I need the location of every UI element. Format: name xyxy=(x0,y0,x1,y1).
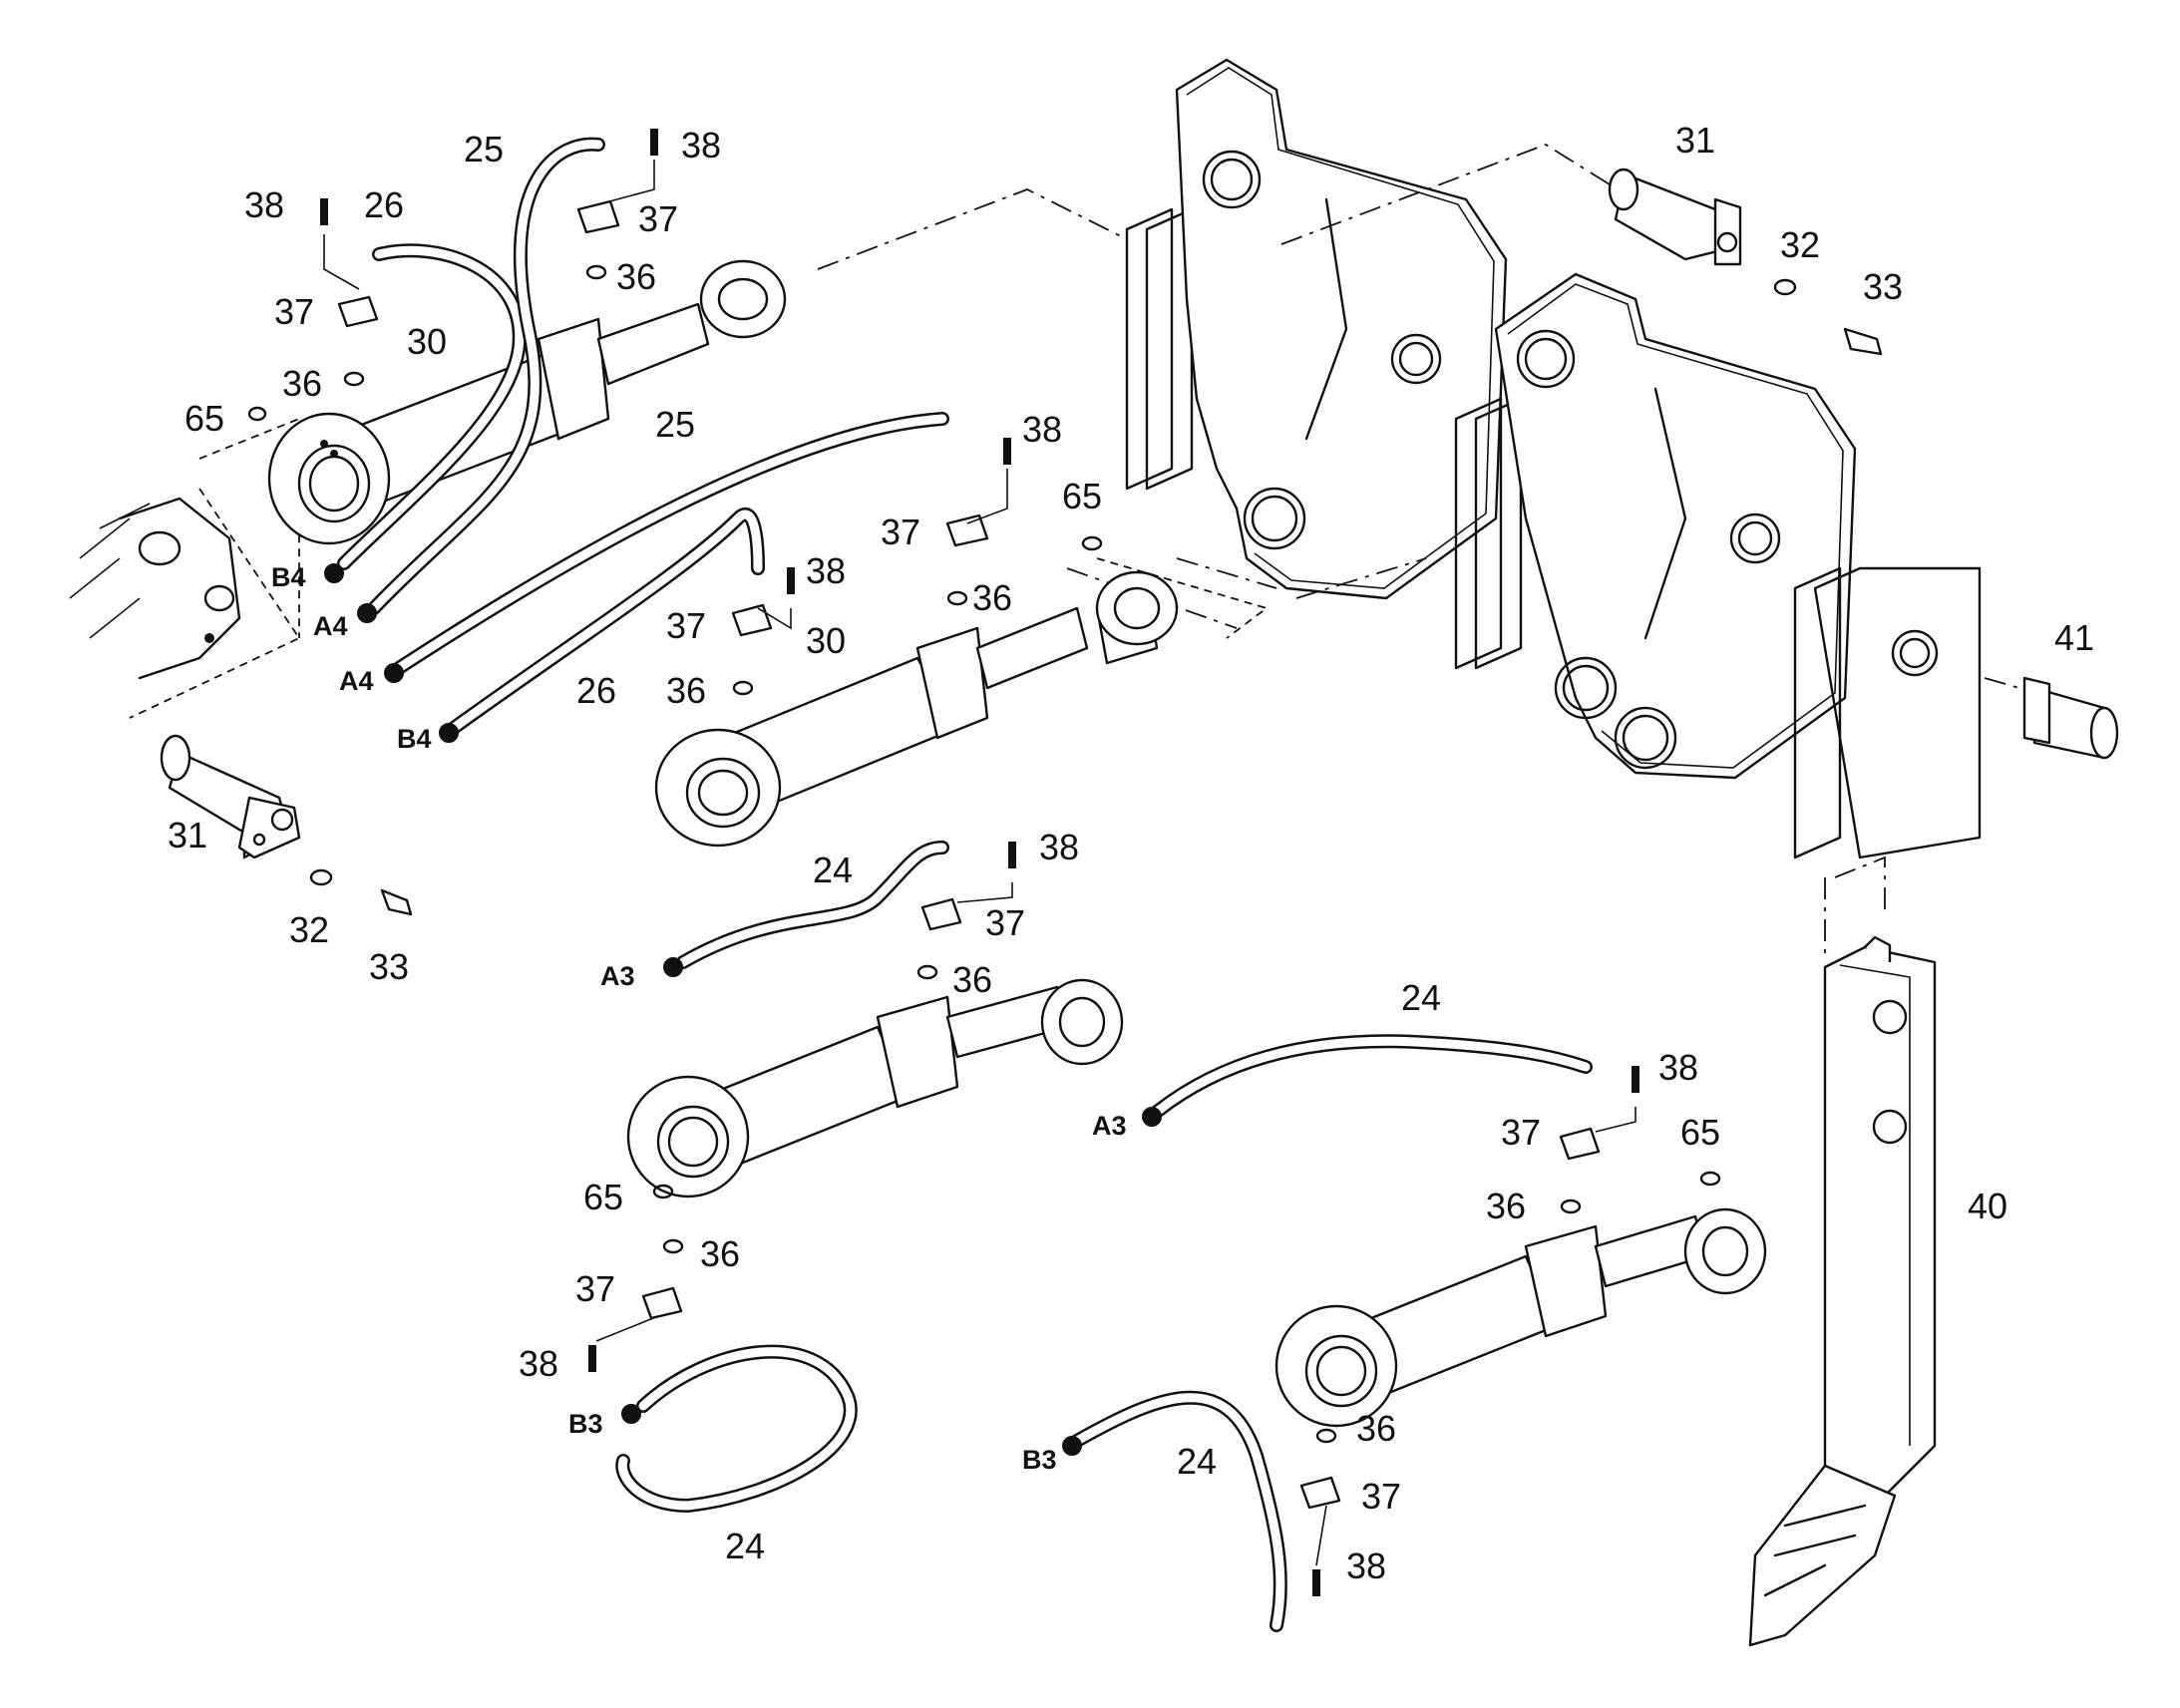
left-linkage-bracket xyxy=(69,497,241,680)
label-24: 24 xyxy=(1177,1441,1217,1482)
port-a4: A4 xyxy=(339,666,374,696)
label-38: 38 xyxy=(1022,409,1062,450)
label-32: 32 xyxy=(1780,224,1820,265)
label-41: 41 xyxy=(2054,617,2094,658)
fittings xyxy=(247,129,1721,1596)
label-65: 65 xyxy=(1062,476,1102,516)
label-37: 37 xyxy=(666,605,706,646)
pin-41 xyxy=(2022,676,2119,760)
port-b3: B3 xyxy=(1022,1445,1057,1475)
label-36: 36 xyxy=(952,959,992,1000)
label-31: 31 xyxy=(168,815,207,855)
label-36: 36 xyxy=(1356,1408,1396,1449)
label-36: 36 xyxy=(700,1233,740,1274)
label-24: 24 xyxy=(813,850,853,890)
part-labels: 38 26 25 38 37 36 37 30 36 65 25 38 65 3… xyxy=(168,120,2094,1586)
label-30: 30 xyxy=(407,321,447,362)
label-26: 26 xyxy=(364,184,404,225)
label-26: 26 xyxy=(576,670,616,711)
label-32: 32 xyxy=(289,909,329,950)
ripper-frame xyxy=(1125,58,1982,859)
label-24: 24 xyxy=(725,1526,765,1566)
label-37: 37 xyxy=(575,1268,615,1309)
label-25: 25 xyxy=(464,129,504,170)
label-65: 65 xyxy=(1680,1112,1720,1153)
assembly-lines xyxy=(129,144,2055,957)
label-65: 65 xyxy=(184,398,224,439)
port-a3: A3 xyxy=(1092,1111,1127,1141)
label-33: 33 xyxy=(369,946,409,987)
label-38: 38 xyxy=(1039,827,1079,867)
pin-31-top xyxy=(1608,168,1883,356)
cylinder-lower-left xyxy=(626,978,1124,1198)
cylinder-lower-right xyxy=(1274,1207,1767,1428)
pin-31-left xyxy=(160,734,413,916)
label-38: 38 xyxy=(244,184,284,225)
label-40: 40 xyxy=(1968,1186,2007,1226)
cylinder-top-left xyxy=(267,259,787,545)
label-38: 38 xyxy=(681,125,721,166)
label-65: 65 xyxy=(583,1177,623,1217)
label-37: 37 xyxy=(881,512,920,552)
port-b3: B3 xyxy=(568,1409,603,1439)
label-36: 36 xyxy=(282,363,322,404)
label-37: 37 xyxy=(274,291,314,332)
label-37: 37 xyxy=(985,902,1025,943)
label-36: 36 xyxy=(616,256,656,297)
label-38: 38 xyxy=(1658,1047,1698,1088)
cylinder-middle xyxy=(654,570,1179,848)
label-25: 25 xyxy=(655,404,695,445)
label-37: 37 xyxy=(1361,1476,1401,1517)
port-b4: B4 xyxy=(397,724,432,754)
label-31: 31 xyxy=(1675,120,1715,161)
label-37: 37 xyxy=(1501,1112,1541,1153)
label-36: 36 xyxy=(666,670,706,711)
label-33: 33 xyxy=(1863,266,1903,307)
ripper-shank-40 xyxy=(1748,935,1937,1647)
label-38: 38 xyxy=(519,1343,558,1384)
label-37: 37 xyxy=(638,198,678,239)
label-38: 38 xyxy=(1346,1545,1386,1586)
hoses xyxy=(324,137,1593,1632)
label-36: 36 xyxy=(1486,1186,1526,1226)
port-a4: A4 xyxy=(313,611,348,641)
port-labels: B4 A4 A4 B4 A3 A3 B3 B3 xyxy=(271,562,1127,1475)
label-24: 24 xyxy=(1401,977,1441,1018)
port-a3: A3 xyxy=(600,961,635,991)
label-36: 36 xyxy=(972,577,1012,618)
label-38: 38 xyxy=(806,550,846,591)
label-30: 30 xyxy=(806,620,846,661)
port-b4: B4 xyxy=(271,562,306,592)
